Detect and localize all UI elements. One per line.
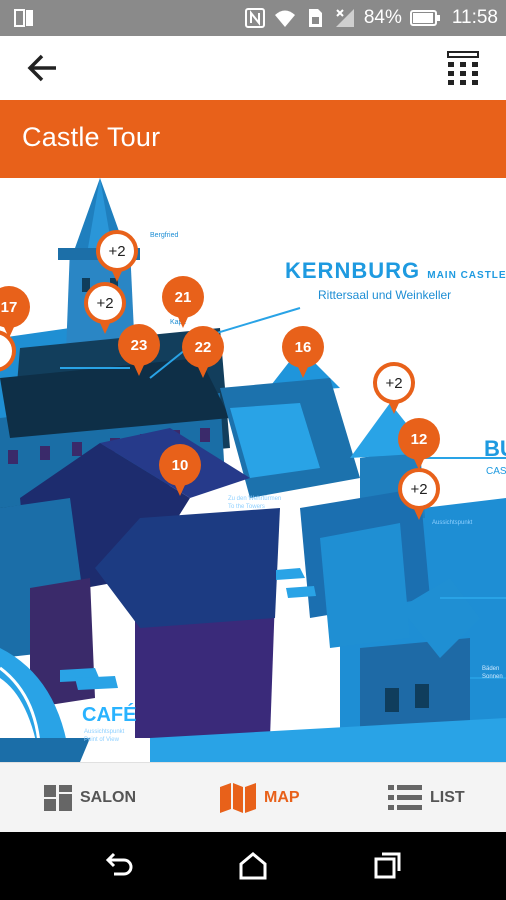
map-pin-22[interactable]: 22 [182, 326, 224, 380]
battery-icon [409, 10, 440, 26]
nav-home-icon[interactable] [237, 850, 269, 882]
label-point-of-view: Point of View [84, 737, 119, 743]
pin-label: 16 [282, 326, 324, 368]
title-bar: Castle Tour [0, 100, 506, 178]
sim-card-icon [308, 9, 322, 27]
label-sonnen: Sonnen [482, 674, 503, 680]
nav-back-icon[interactable] [104, 850, 136, 882]
tab-map[interactable]: MAP [220, 763, 300, 833]
wifi-icon [274, 10, 295, 27]
label-main-castle: MAIN CASTLE [427, 270, 506, 281]
map-pin-cluster[interactable]: +2 [373, 362, 415, 416]
pin-label: + [0, 330, 16, 372]
nfc-icon [244, 8, 265, 28]
pin-label: +2 [398, 468, 440, 510]
map-pin-cluster[interactable]: + [0, 330, 16, 384]
label-baden: Bäden [482, 666, 500, 672]
calculator-icon[interactable] [446, 50, 480, 86]
pin-label: 21 [162, 276, 204, 318]
bottom-tab-bar: SALON MAP LIST [0, 762, 506, 832]
label-wehrturm-de: Zu den Wehrtürmen [228, 496, 282, 502]
pin-label: +2 [96, 230, 138, 272]
tab-list-label: LIST [430, 789, 465, 806]
back-arrow-icon[interactable] [22, 50, 62, 86]
map-pin-21[interactable]: 21 [162, 276, 204, 330]
pin-label: 22 [182, 326, 224, 368]
map-pin-cluster[interactable]: +2 [96, 230, 138, 284]
tab-salon[interactable]: SALON [44, 763, 136, 833]
map-pin-23[interactable]: 23 [118, 324, 160, 378]
tab-map-label: MAP [264, 789, 300, 806]
tab-salon-label: SALON [80, 789, 136, 806]
system-nav-bar [0, 832, 506, 900]
list-icon [388, 785, 422, 810]
pin-label: 12 [398, 418, 440, 460]
label-rittersaal: Rittersaal und Weinkeller [318, 288, 452, 302]
toolbar [0, 36, 506, 100]
label-cas: CAS [486, 466, 506, 477]
clock: 11:58 [451, 7, 498, 28]
label-aussicht-cafe: Aussichtspunkt [84, 729, 125, 735]
label-kernburg: KERNBURG MAIN CASTLE [285, 258, 506, 284]
grid-icon [44, 785, 72, 811]
signal-off-icon [335, 9, 354, 27]
label-wehrturm-en: To the Towers [228, 504, 265, 510]
pin-label: +2 [373, 362, 415, 404]
map-pin-16[interactable]: 16 [282, 326, 324, 380]
pin-label: +2 [84, 282, 126, 324]
label-kernburg-title: KERNBURG [285, 258, 421, 283]
tab-list[interactable]: LIST [388, 763, 465, 833]
pin-tip [0, 360, 5, 382]
label-bergfried: Bergfried [150, 232, 179, 239]
pin-label: 17 [0, 286, 30, 328]
battery-percent: 84% [363, 7, 402, 28]
status-bar: 84% 11:58 [0, 0, 506, 36]
map-icon [220, 783, 256, 813]
map-pin-cluster[interactable]: +2 [398, 468, 440, 522]
label-bu: BU [484, 436, 506, 461]
map-pin-10[interactable]: 10 [159, 444, 201, 498]
pin-label: 23 [118, 324, 160, 366]
screen-mirror-icon [14, 9, 33, 27]
label-aussicht-right: Aussichtspunkt [432, 520, 473, 526]
nav-recents-icon[interactable] [372, 850, 404, 882]
page-title: Castle Tour [22, 122, 161, 152]
map-pin-12[interactable]: 12 [398, 418, 440, 472]
castle-map[interactable]: Bergfried KERNBURG MAIN CASTLE Rittersaa… [0, 178, 506, 762]
pin-label: 10 [159, 444, 201, 486]
map-pin-cluster[interactable]: +2 [84, 282, 126, 336]
label-cafe: CAFÉ [82, 704, 137, 726]
